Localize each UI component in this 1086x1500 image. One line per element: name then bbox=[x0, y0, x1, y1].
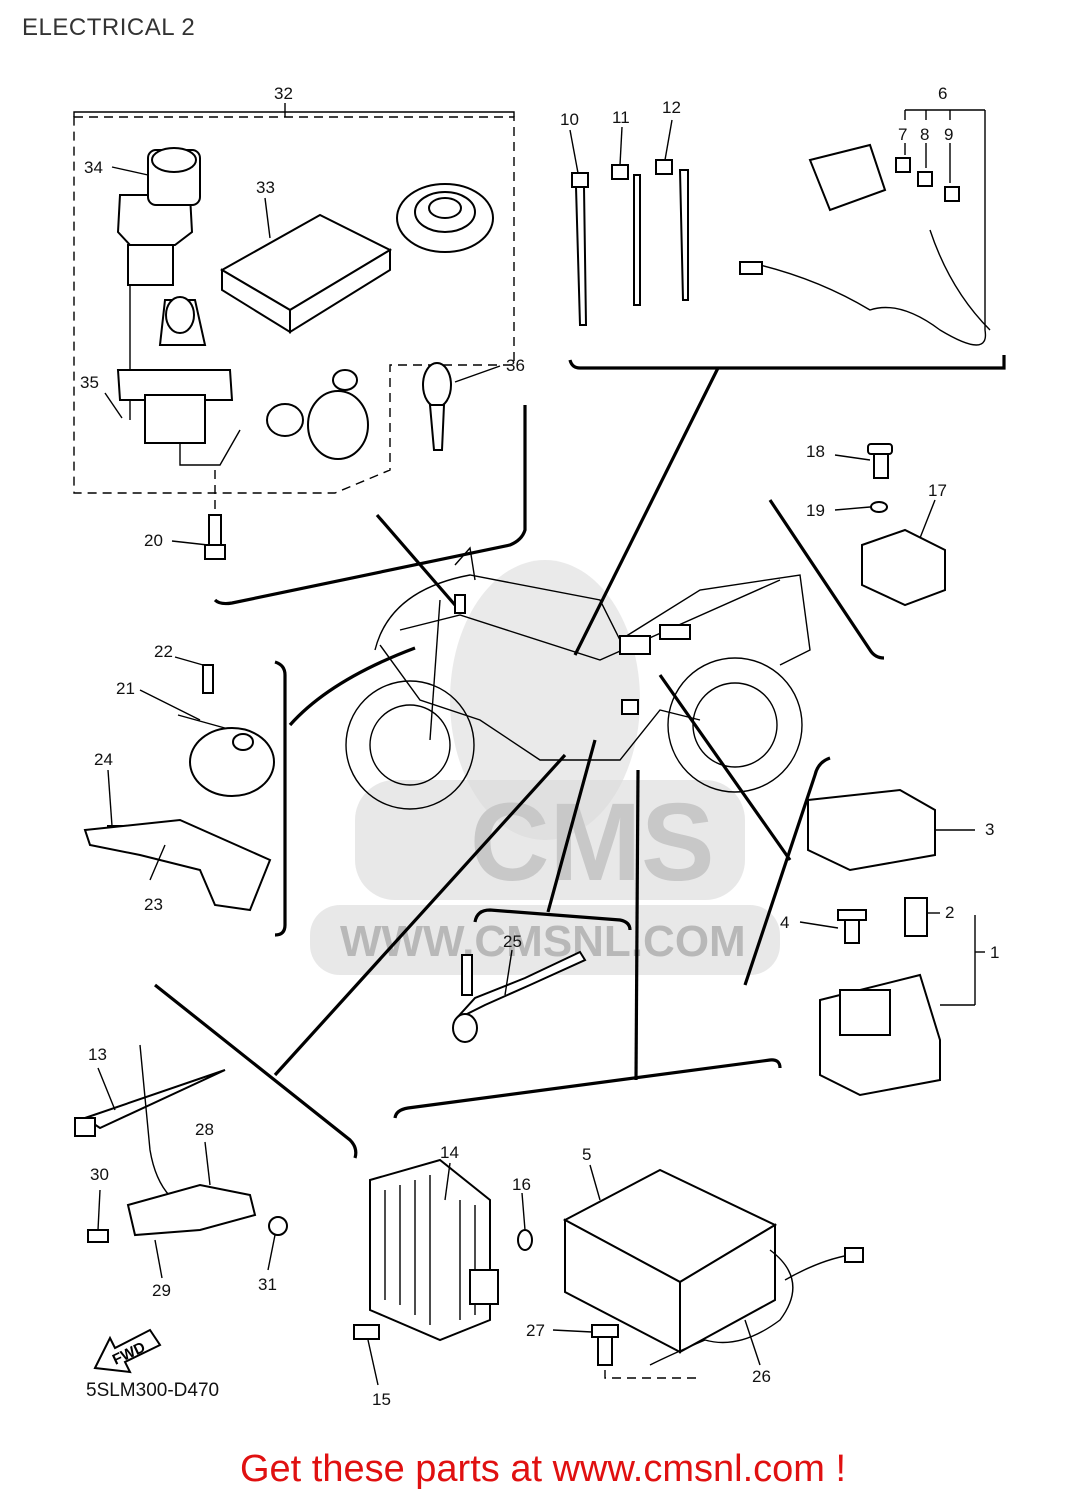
diagram-code: 5SLM300-D470 bbox=[86, 1380, 220, 1401]
diagram-title: ELECTRICAL 2 bbox=[22, 14, 196, 41]
leader-relay bbox=[658, 674, 792, 861]
callout-4: 4 bbox=[780, 913, 789, 932]
callout-12: 12 bbox=[662, 98, 681, 117]
leader-ignition bbox=[375, 513, 457, 607]
callout-32: 32 bbox=[274, 84, 293, 103]
main-switch-part bbox=[116, 147, 201, 420]
callout-31: 31 bbox=[258, 1275, 277, 1294]
bracket-top-right bbox=[568, 355, 1006, 370]
callout-7: 7 bbox=[898, 125, 907, 144]
callout-24: 24 bbox=[94, 750, 113, 769]
callout-23: 23 bbox=[144, 895, 163, 914]
leader-neutral bbox=[546, 739, 597, 913]
bracket-sidestand bbox=[154, 983, 358, 1159]
callout-13: 13 bbox=[88, 1045, 107, 1064]
leader-sidestand bbox=[273, 753, 567, 1077]
callout-2: 2 bbox=[945, 903, 954, 922]
leader-battery bbox=[634, 769, 640, 1081]
callout-8: 8 bbox=[920, 125, 929, 144]
callout-20: 20 bbox=[144, 531, 163, 550]
callout-16: 16 bbox=[512, 1175, 531, 1194]
callout-17: 17 bbox=[928, 481, 947, 500]
callout-28: 28 bbox=[195, 1120, 214, 1139]
neutral-switch-part bbox=[452, 950, 587, 1043]
steering-lock-part bbox=[116, 296, 241, 466]
callout-30: 30 bbox=[90, 1165, 109, 1184]
callout-34: 34 bbox=[84, 158, 103, 177]
callout-14: 14 bbox=[440, 1143, 459, 1162]
callout-33: 33 bbox=[256, 178, 275, 197]
sidestand-switch-part bbox=[74, 1044, 288, 1243]
starter-relay-part bbox=[807, 788, 976, 1097]
harness-part bbox=[739, 109, 991, 346]
callout-19: 19 bbox=[806, 501, 825, 520]
callout-35: 35 bbox=[80, 373, 99, 392]
callout-leaders bbox=[97, 119, 985, 1386]
callout-numbers: 1 2 3 4 5 6 7 8 9 10 11 12 13 14 15 16 1… bbox=[80, 84, 999, 1409]
bracket-neutral bbox=[473, 908, 632, 931]
footer-link-text[interactable]: Get these parts at www.cmsnl.com ! bbox=[239, 1448, 847, 1490]
callout-3: 3 bbox=[985, 820, 994, 839]
callout-9: 9 bbox=[944, 125, 953, 144]
bracket-relay bbox=[743, 756, 831, 986]
callout-29: 29 bbox=[152, 1281, 171, 1300]
callout-22: 22 bbox=[154, 642, 173, 661]
callout-1: 1 bbox=[990, 943, 999, 962]
callout-15: 15 bbox=[372, 1390, 391, 1409]
callout-36: 36 bbox=[506, 356, 525, 375]
fuel-cap-part bbox=[396, 183, 494, 253]
callout-27: 27 bbox=[526, 1321, 545, 1340]
bracket-bottom bbox=[393, 1058, 782, 1119]
seat-lock-part bbox=[266, 369, 369, 460]
watermark: CMS WWW.CMSNL.COM bbox=[310, 560, 780, 975]
ignition-kit-group bbox=[73, 103, 515, 494]
fwd-arrow-icon: FWD bbox=[93, 1328, 162, 1374]
callout-5: 5 bbox=[582, 1145, 591, 1164]
bolt-20-part bbox=[204, 470, 226, 560]
callout-6: 6 bbox=[938, 84, 947, 103]
callout-18: 18 bbox=[806, 442, 825, 461]
motorcycle-outline bbox=[345, 546, 811, 810]
callout-10: 10 bbox=[560, 110, 579, 129]
bracket-17 bbox=[768, 499, 885, 660]
callout-11: 11 bbox=[612, 108, 630, 127]
callout-26: 26 bbox=[752, 1367, 771, 1386]
leader-horn bbox=[288, 646, 416, 727]
ecu-part bbox=[219, 213, 393, 334]
bracket-horn bbox=[274, 660, 287, 937]
callout-21: 21 bbox=[116, 679, 135, 698]
horn-part bbox=[83, 664, 275, 912]
relay-17-part bbox=[861, 443, 946, 607]
callout-25: 25 bbox=[503, 932, 522, 951]
battery-part bbox=[562, 1168, 864, 1379]
watermark-url: WWW.CMSNL.COM bbox=[340, 917, 746, 966]
key-part bbox=[422, 362, 452, 451]
bracket-top-left bbox=[213, 405, 527, 606]
watermark-logo: CMS bbox=[470, 781, 714, 904]
leader-harness bbox=[573, 367, 720, 656]
cable-ties-10-12 bbox=[571, 159, 689, 326]
rectifier-part bbox=[353, 1158, 533, 1342]
